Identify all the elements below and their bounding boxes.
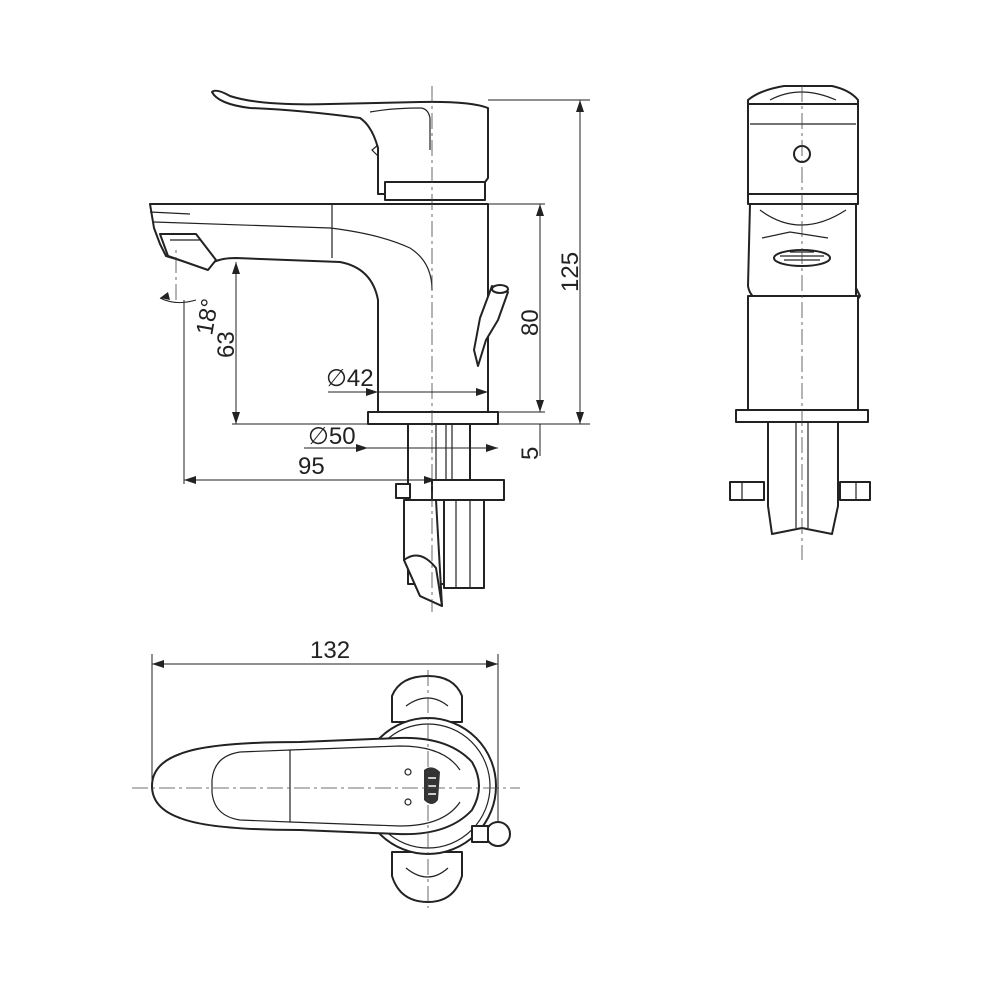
aerator (159, 233, 217, 271)
dim-handle-length: 132 (310, 637, 350, 664)
mounting-shank (395, 423, 505, 607)
front-dimensions: 125 80 5 ∅42 ∅50 95 63 18° (159, 99, 590, 484)
cartridge-collar (384, 181, 486, 201)
dim-outlet-angle: 18° (191, 297, 224, 337)
dim-body-dia: ∅42 (326, 365, 374, 392)
dim-base-thickness: 5 (517, 447, 544, 460)
dim-outlet-height: 63 (213, 331, 240, 358)
top-popup-knob (485, 821, 511, 847)
popup-rod (473, 284, 509, 367)
side-body (747, 295, 859, 411)
dim-spout-height: 80 (517, 309, 544, 336)
top-lever-handle (151, 736, 480, 836)
mounting-lug-top (391, 675, 463, 723)
dim-base-dia: ∅50 (308, 423, 356, 450)
front-view (149, 86, 509, 612)
top-view (132, 670, 520, 908)
side-view (729, 85, 871, 560)
dim-height-total: 125 (557, 252, 584, 292)
dim-spout-reach: 95 (298, 453, 325, 480)
side-shank (729, 421, 871, 535)
lever-handle (211, 89, 489, 195)
brand-logo-mark (424, 767, 440, 804)
base-plate (367, 411, 499, 425)
top-dimensions: 132 (151, 637, 499, 822)
